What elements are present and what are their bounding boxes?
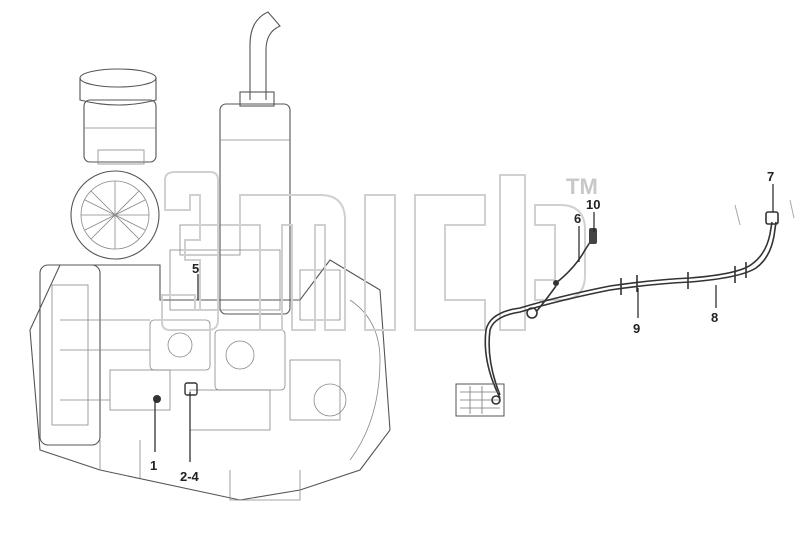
callout-2-4: 2-4	[180, 469, 200, 484]
callout-6: 6	[574, 211, 581, 226]
leader-lines	[154, 184, 774, 462]
wiring-harness	[455, 199, 795, 417]
engine-illustration	[29, 11, 391, 501]
watermark-logo: TM	[161, 171, 598, 331]
callout-10: 10	[586, 197, 600, 212]
callout-5: 5	[192, 261, 199, 276]
callout-labels: 1 2-4 5 6 7 8 9 10	[150, 169, 774, 484]
callout-7: 7	[767, 169, 774, 184]
connector-panel	[455, 383, 505, 417]
callout-1: 1	[150, 458, 157, 473]
callout-9: 9	[633, 321, 640, 336]
watermark-tm: TM	[566, 174, 598, 199]
callout-8: 8	[711, 310, 718, 325]
